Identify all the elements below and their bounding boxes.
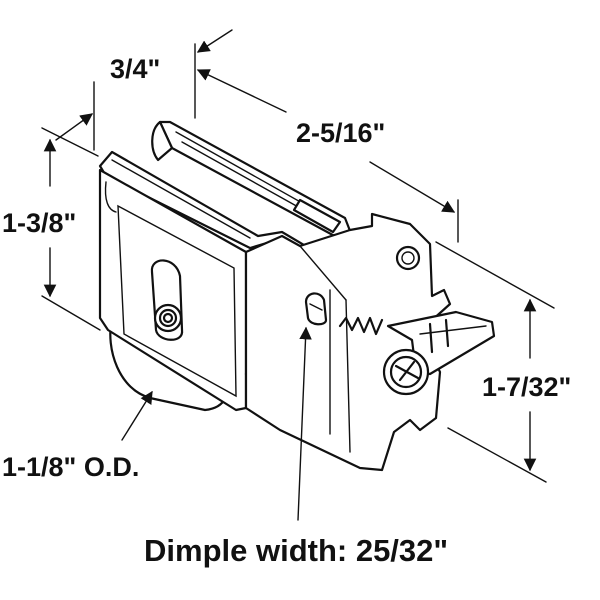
top-rail xyxy=(151,120,354,242)
spring-and-tab xyxy=(338,310,496,396)
roller-assembly xyxy=(98,120,496,472)
label-dimple-width: Dimple width: 25/32" xyxy=(144,533,448,568)
front-plate xyxy=(98,168,268,412)
label-length: 2-5/16" xyxy=(296,118,385,148)
label-height-left: 1-3/8" xyxy=(2,208,76,238)
side-body xyxy=(244,212,452,472)
label-wheel-diameter: 1-1/8" O.D. xyxy=(2,452,139,482)
label-height-right: 1-7/32" xyxy=(482,372,571,402)
dimension-lines xyxy=(41,29,555,521)
label-top-width: 3/4" xyxy=(110,54,160,84)
